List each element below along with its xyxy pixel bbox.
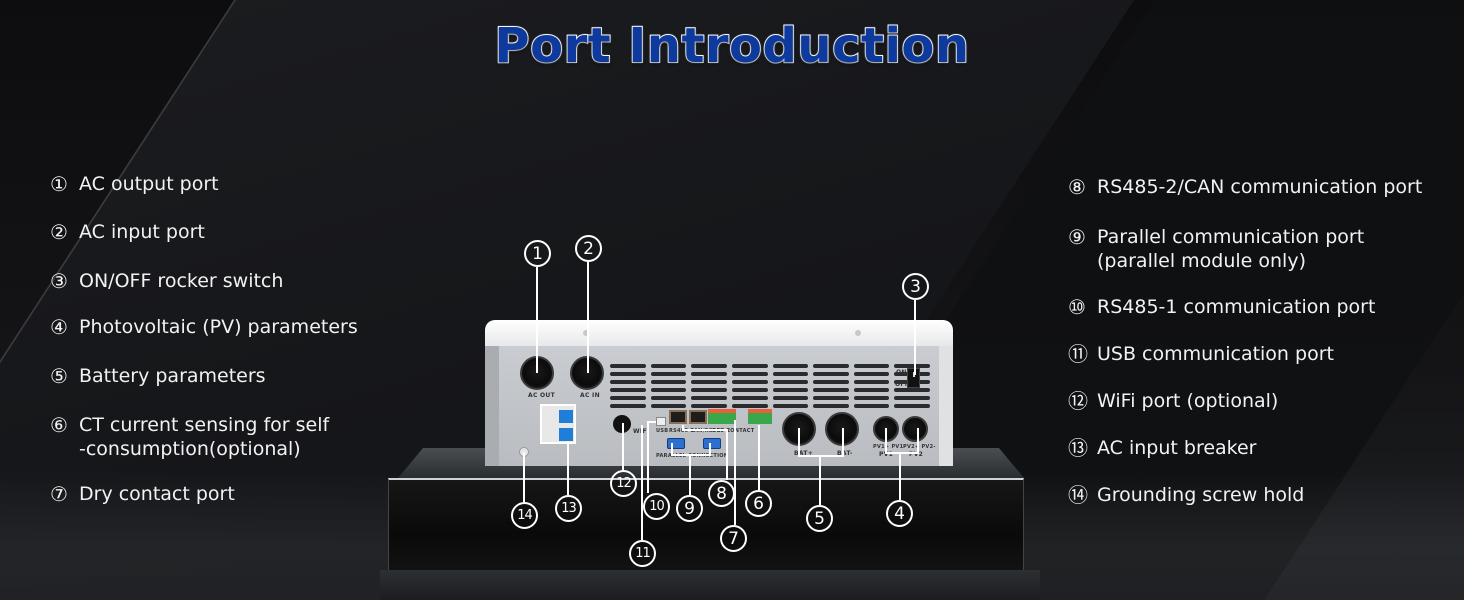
- battery-positive-port: [782, 412, 816, 446]
- callout-13: 13: [555, 495, 582, 522]
- dry-contact-label: DRY CONTACT: [712, 428, 755, 434]
- ac-input-breaker: [540, 404, 576, 444]
- legend-text: AC input port: [79, 221, 205, 243]
- parallel-port-2: [703, 438, 721, 449]
- ac-input-port: [570, 356, 604, 390]
- legend-number: ⑤: [50, 364, 68, 388]
- on-off-rocker-switch: [907, 368, 920, 388]
- legend-item-ct-sensing: ⑥ CT current sensing for self -consumpti…: [50, 413, 329, 461]
- ac-in-label: AC IN: [580, 392, 600, 399]
- legend-number: ②: [50, 220, 68, 244]
- callout-7: 7: [720, 525, 747, 552]
- pv2-label: PV2: [909, 451, 924, 458]
- callout-11: 11: [629, 540, 656, 567]
- legend-item-ac-breaker: ⑬ AC input breaker: [1068, 436, 1257, 460]
- screw-icon: [583, 330, 589, 336]
- bat-neg-label: BAT-: [837, 450, 853, 457]
- legend-text: CT current sensing for self -consumption…: [79, 414, 330, 460]
- legend-item-rs485-2-can: ⑧ RS485-2/CAN communication port: [1068, 175, 1422, 199]
- rs485-2-can-port: [689, 410, 707, 424]
- breaker-toggle: [559, 410, 573, 423]
- switch-off-label: OFF: [895, 381, 910, 388]
- legend-text: Photovoltaic (PV) parameters: [79, 316, 358, 338]
- callout-12: 12: [610, 470, 637, 497]
- legend-number: ⑨: [1068, 225, 1086, 249]
- legend-text: Parallel communication port (parallel mo…: [1097, 226, 1365, 272]
- callout-1: 1: [524, 240, 551, 267]
- legend-text: AC output port: [79, 173, 219, 195]
- device-top-cover: [485, 320, 953, 346]
- page-title: Port Introduction: [493, 17, 970, 75]
- legend-text: RS485-2/CAN communication port: [1097, 176, 1423, 198]
- legend-number: ③: [50, 269, 68, 293]
- legend-number: ⑫: [1068, 389, 1088, 413]
- usb-port: [656, 417, 666, 426]
- legend-number: ⑩: [1068, 295, 1086, 319]
- battery-negative-port: [825, 412, 859, 446]
- wifi-label: WIFI: [633, 428, 650, 435]
- legend-item-wifi: ⑫ WiFi port (optional): [1068, 389, 1278, 413]
- pv1-label: PV1: [879, 451, 894, 458]
- callout-8: 8: [708, 480, 735, 507]
- grounding-screw-icon: [519, 447, 529, 457]
- device-side-right: [939, 346, 953, 466]
- legend-text: Battery parameters: [79, 365, 266, 387]
- legend-item-usb: ⑪ USB communication port: [1068, 342, 1334, 366]
- parallel-label: PARALLEL CONNECTION: [656, 453, 729, 459]
- callout-2: 2: [575, 235, 602, 262]
- breaker-toggle: [559, 428, 573, 441]
- device-side-left: [485, 346, 499, 466]
- callout-10: 10: [643, 493, 670, 520]
- legend-item-parallel: ⑨ Parallel communication port (parallel …: [1068, 225, 1364, 273]
- ac-output-port: [520, 356, 554, 390]
- legend-item-pv-parameters: ④ Photovoltaic (PV) parameters: [50, 315, 358, 339]
- legend-number: ⑧: [1068, 175, 1086, 199]
- parallel-port-1: [667, 438, 685, 449]
- ac-out-label: AC OUT: [528, 392, 556, 399]
- legend-number: ⑦: [50, 482, 68, 506]
- legend-text: USB communication port: [1097, 343, 1334, 365]
- vent-grille: [610, 364, 930, 412]
- legend-text: WiFi port (optional): [1097, 390, 1279, 412]
- legend-text: ON/OFF rocker switch: [79, 270, 284, 292]
- legend-item-ac-input: ② AC input port: [50, 220, 205, 244]
- rs485-1-label: RS485-1: [669, 428, 695, 434]
- callout-9: 9: [676, 495, 703, 522]
- callout-14: 14: [511, 502, 538, 529]
- callout-5: 5: [806, 505, 833, 532]
- legend-text: Dry contact port: [79, 483, 235, 505]
- floor: [380, 570, 1040, 600]
- legend-item-rs485-1: ⑩ RS485-1 communication port: [1068, 295, 1375, 319]
- legend-text: RS485-1 communication port: [1097, 296, 1376, 318]
- legend-text: AC input breaker: [1097, 437, 1257, 459]
- legend-item-ac-output: ① AC output port: [50, 172, 219, 196]
- legend-number: ⑭: [1068, 483, 1088, 507]
- screw-icon: [855, 330, 861, 336]
- legend-item-dry-contact: ⑦ Dry contact port: [50, 482, 235, 506]
- dry-contact-terminal: [708, 409, 736, 424]
- callout-3: 3: [902, 273, 929, 300]
- pv1-port: [873, 416, 899, 442]
- ct-sensing-terminal: [748, 409, 772, 424]
- legend-number: ④: [50, 315, 68, 339]
- usb-label: USB: [656, 428, 669, 434]
- legend-item-battery-parameters: ⑤ Battery parameters: [50, 364, 266, 388]
- legend-number: ⑥: [50, 413, 68, 437]
- callout-6: 6: [745, 490, 772, 517]
- pv2-port: [902, 416, 928, 442]
- switch-on-label: ON: [896, 369, 907, 376]
- legend-text: Grounding screw hold: [1097, 484, 1305, 506]
- legend-item-grounding: ⑭ Grounding screw hold: [1068, 483, 1304, 507]
- callout-4: 4: [886, 500, 913, 527]
- legend-number: ①: [50, 172, 68, 196]
- bat-pos-label: BAT+: [794, 450, 814, 457]
- legend-number: ⑬: [1068, 436, 1088, 460]
- wifi-port: [613, 415, 631, 433]
- pv2-terminals-label: PV2+ PV2-: [903, 444, 936, 450]
- legend-number: ⑪: [1068, 342, 1088, 366]
- legend-item-rocker-switch: ③ ON/OFF rocker switch: [50, 269, 283, 293]
- pedestal: [388, 478, 1024, 570]
- rs485-1-port: [669, 410, 687, 424]
- pv1-terminals-label: PV1+ PV1-: [873, 444, 906, 450]
